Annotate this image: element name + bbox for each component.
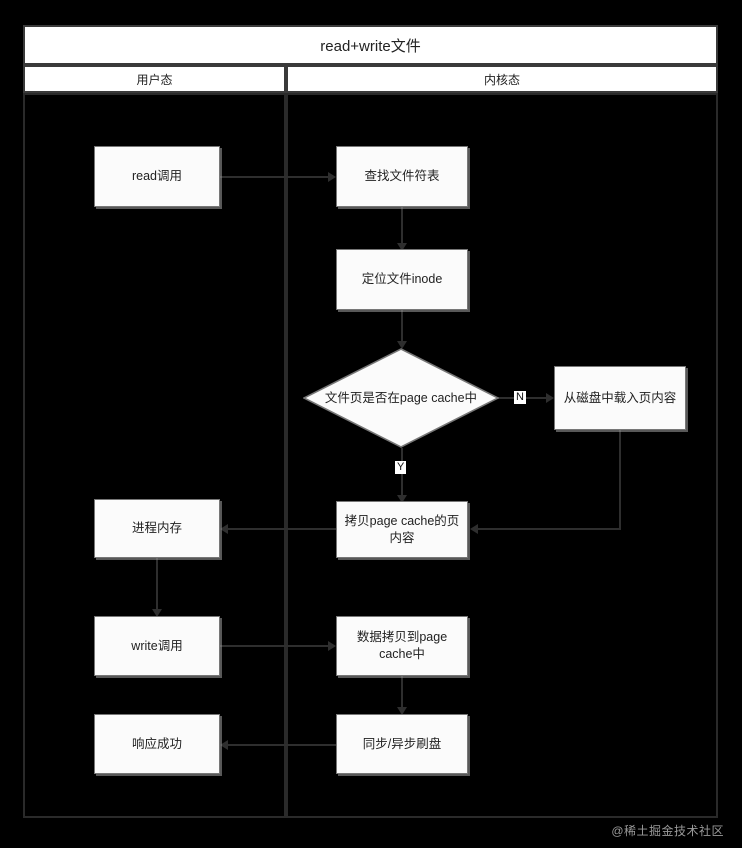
- node-process-memory[interactable]: 进程内存: [94, 499, 220, 558]
- connector-inode-to-decision: [401, 310, 403, 341]
- connector-procmem-to-write: [156, 558, 158, 609]
- decision-diamond-shape: [303, 348, 499, 448]
- connector-disk-down: [619, 430, 621, 530]
- watermark: @稀土掘金技术社区: [611, 824, 724, 838]
- connector-copycache-to-flush: [401, 676, 403, 707]
- connector-write-to-copycache: [220, 645, 328, 647]
- node-find-fd-table[interactable]: 查找文件符表: [336, 146, 468, 207]
- arrowhead-copy-to-procmem: [220, 524, 228, 534]
- arrowhead-write-to-copycache: [328, 641, 336, 651]
- connector-read-to-fdtable: [220, 176, 328, 178]
- node-page-cache-check-label: 文件页是否在page cache中: [324, 390, 478, 405]
- arrowhead-inode-to-decision: [397, 341, 407, 349]
- node-write-call[interactable]: write调用: [94, 616, 220, 676]
- lane-header-user: 用户态: [23, 65, 286, 93]
- lane-header-kernel: 内核态: [286, 65, 718, 93]
- edge-label-no: N: [514, 391, 526, 404]
- edge-label-yes: Y: [395, 461, 407, 474]
- arrowhead-read-to-fdtable: [328, 172, 336, 182]
- arrowhead-fdtable-to-inode: [397, 243, 407, 251]
- arrowhead-decision-no: [546, 393, 554, 403]
- connector-flush-to-respond: [228, 744, 336, 746]
- connector-fdtable-to-inode: [401, 207, 403, 243]
- arrowhead-procmem-to-write: [152, 609, 162, 617]
- node-load-from-disk[interactable]: 从磁盘中载入页内容: [554, 366, 686, 430]
- node-respond-success[interactable]: 响应成功: [94, 714, 220, 774]
- node-flush-disk[interactable]: 同步/异步刷盘: [336, 714, 468, 774]
- arrowhead-copycache-to-flush: [397, 707, 407, 715]
- node-copy-page-cache[interactable]: 拷贝page cache的页内容: [336, 501, 468, 558]
- arrowhead-disk-to-copy: [470, 524, 478, 534]
- connector-copy-to-procmem: [228, 528, 336, 530]
- connector-disk-to-copy: [478, 528, 621, 530]
- node-read-call[interactable]: read调用: [94, 146, 220, 207]
- lane-body-kernel: [286, 93, 718, 818]
- arrowhead-flush-to-respond: [220, 740, 228, 750]
- lane-body-user: [23, 93, 286, 818]
- arrowhead-decision-yes: [397, 495, 407, 503]
- node-locate-inode[interactable]: 定位文件inode: [336, 249, 468, 310]
- node-page-cache-check[interactable]: 文件页是否在page cache中: [303, 348, 499, 448]
- node-copy-to-cache[interactable]: 数据拷贝到page cache中: [336, 616, 468, 676]
- diagram-title: read+write文件: [23, 25, 718, 65]
